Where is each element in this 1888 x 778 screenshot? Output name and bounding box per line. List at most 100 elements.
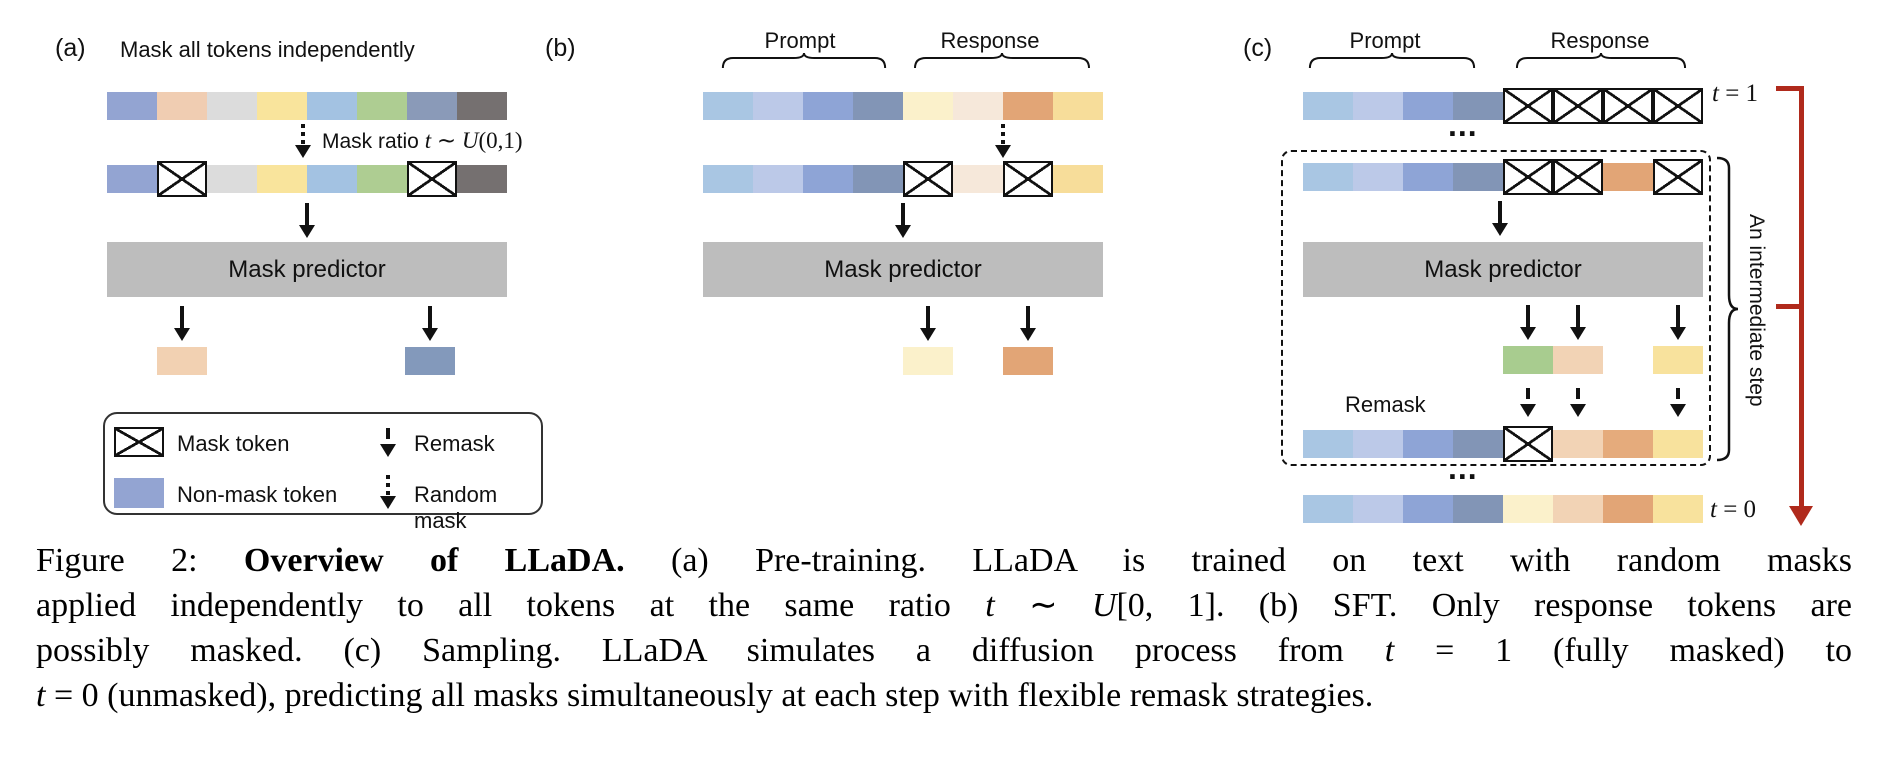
mask-token	[1503, 159, 1553, 195]
down-arrow-icon	[1019, 306, 1037, 341]
token	[703, 165, 753, 193]
random-mask-arrow-icon	[379, 475, 397, 509]
mask-token-icon	[114, 427, 164, 457]
panel-b-masked-row	[703, 161, 1103, 197]
token	[803, 92, 853, 120]
panel-b-predicted-token-right	[1003, 347, 1053, 375]
panel-c-intermediate-output-row	[1303, 426, 1703, 462]
token	[1503, 346, 1553, 374]
mask-token	[1653, 88, 1703, 124]
token	[1403, 163, 1453, 191]
token	[1603, 495, 1653, 523]
intermediate-step-brace	[1716, 156, 1739, 462]
token	[953, 165, 1003, 193]
intermediate-step-label: An intermediate step	[1745, 213, 1768, 407]
token	[1453, 92, 1503, 120]
remask-arrow-icon	[1569, 388, 1587, 417]
panel-c-row-t1	[1303, 88, 1703, 124]
token	[1003, 347, 1053, 375]
down-arrow-icon	[298, 203, 316, 238]
mask-token	[1653, 159, 1703, 195]
token	[307, 92, 357, 120]
panel-c-predicted-row	[1503, 346, 1703, 374]
token	[257, 165, 307, 193]
ellipsis: ...	[1448, 450, 1478, 486]
mask-ratio-label: Mask ratio t ∼ U(0,1)	[322, 128, 523, 153]
mask-token	[1553, 159, 1603, 195]
token	[903, 347, 953, 375]
token	[157, 347, 207, 375]
token	[853, 165, 903, 193]
token	[853, 92, 903, 120]
t-equals-1-label: t = 1	[1712, 80, 1759, 107]
token	[953, 92, 1003, 120]
caption-line: t = 0 (unmasked), predicting all masks s…	[36, 677, 1374, 714]
down-arrow-icon	[421, 306, 439, 341]
panel-a-input-row	[107, 92, 507, 120]
token	[753, 92, 803, 120]
token	[1303, 92, 1353, 120]
token	[1353, 163, 1403, 191]
mask-token	[407, 161, 457, 197]
token	[1053, 165, 1103, 193]
token	[1303, 163, 1353, 191]
down-arrow-icon	[173, 306, 191, 341]
token	[407, 92, 457, 120]
mask-token	[1503, 88, 1553, 124]
down-arrow-icon	[1569, 305, 1587, 340]
panel-c-row-t0	[1303, 495, 1703, 523]
panel-c-response-label: Response	[1550, 28, 1650, 53]
panel-a-masked-row	[107, 161, 507, 197]
mask-token	[157, 161, 207, 197]
caption-line: applied independently to all tokens at t…	[36, 587, 1852, 624]
token	[1603, 163, 1653, 191]
mask-token	[1553, 88, 1603, 124]
random-mask-arrow-icon	[994, 124, 1012, 158]
timeline-arrowhead-icon	[1789, 506, 1813, 526]
panel-a-predicted-token-left	[157, 347, 207, 375]
down-arrow-icon	[919, 306, 937, 341]
timeline-line	[1799, 86, 1804, 506]
mask-token	[1503, 426, 1553, 462]
token	[1653, 346, 1703, 374]
down-arrow-icon	[1519, 305, 1537, 340]
token	[1403, 430, 1453, 458]
prompt-brace	[721, 53, 887, 69]
timeline-top-tick	[1776, 86, 1804, 91]
token	[1503, 495, 1553, 523]
token	[753, 165, 803, 193]
token	[1353, 430, 1403, 458]
panel-a-predicted-token-right	[405, 347, 455, 375]
token-gap	[1603, 346, 1653, 374]
token	[803, 165, 853, 193]
token	[1353, 495, 1403, 523]
token	[1553, 346, 1603, 374]
mask-token	[1003, 161, 1053, 197]
token	[307, 165, 357, 193]
panel-a-title: Mask all tokens independently	[120, 37, 415, 62]
caption-line: possibly masked. (c) Sampling. LLaDA sim…	[36, 632, 1852, 669]
token	[1053, 92, 1103, 120]
panel-b-prompt-label: Prompt	[764, 28, 836, 53]
token	[1653, 430, 1703, 458]
token	[903, 92, 953, 120]
legend-random-mask-label: Random mask	[414, 482, 498, 533]
panel-c-label: (c)	[1243, 34, 1273, 62]
legend-box: Mask token Remask Non-mask token Random …	[103, 412, 543, 533]
remask-arrow-icon	[1519, 388, 1537, 417]
down-arrow-icon	[1491, 201, 1509, 236]
token	[1003, 92, 1053, 120]
prompt-brace	[1308, 53, 1476, 69]
remask-arrow-icon	[1669, 388, 1687, 417]
token	[357, 165, 407, 193]
token	[1553, 430, 1603, 458]
token	[457, 165, 507, 193]
response-brace	[913, 53, 1091, 69]
token	[107, 92, 157, 120]
timeline-mid-tick	[1776, 304, 1804, 309]
panel-c-prompt-label: Prompt	[1349, 28, 1421, 53]
down-arrow-icon	[1669, 305, 1687, 340]
figure-caption: Figure 2: Overview of LLaDA. (a) Pre-tra…	[36, 538, 1852, 718]
token	[1603, 430, 1653, 458]
